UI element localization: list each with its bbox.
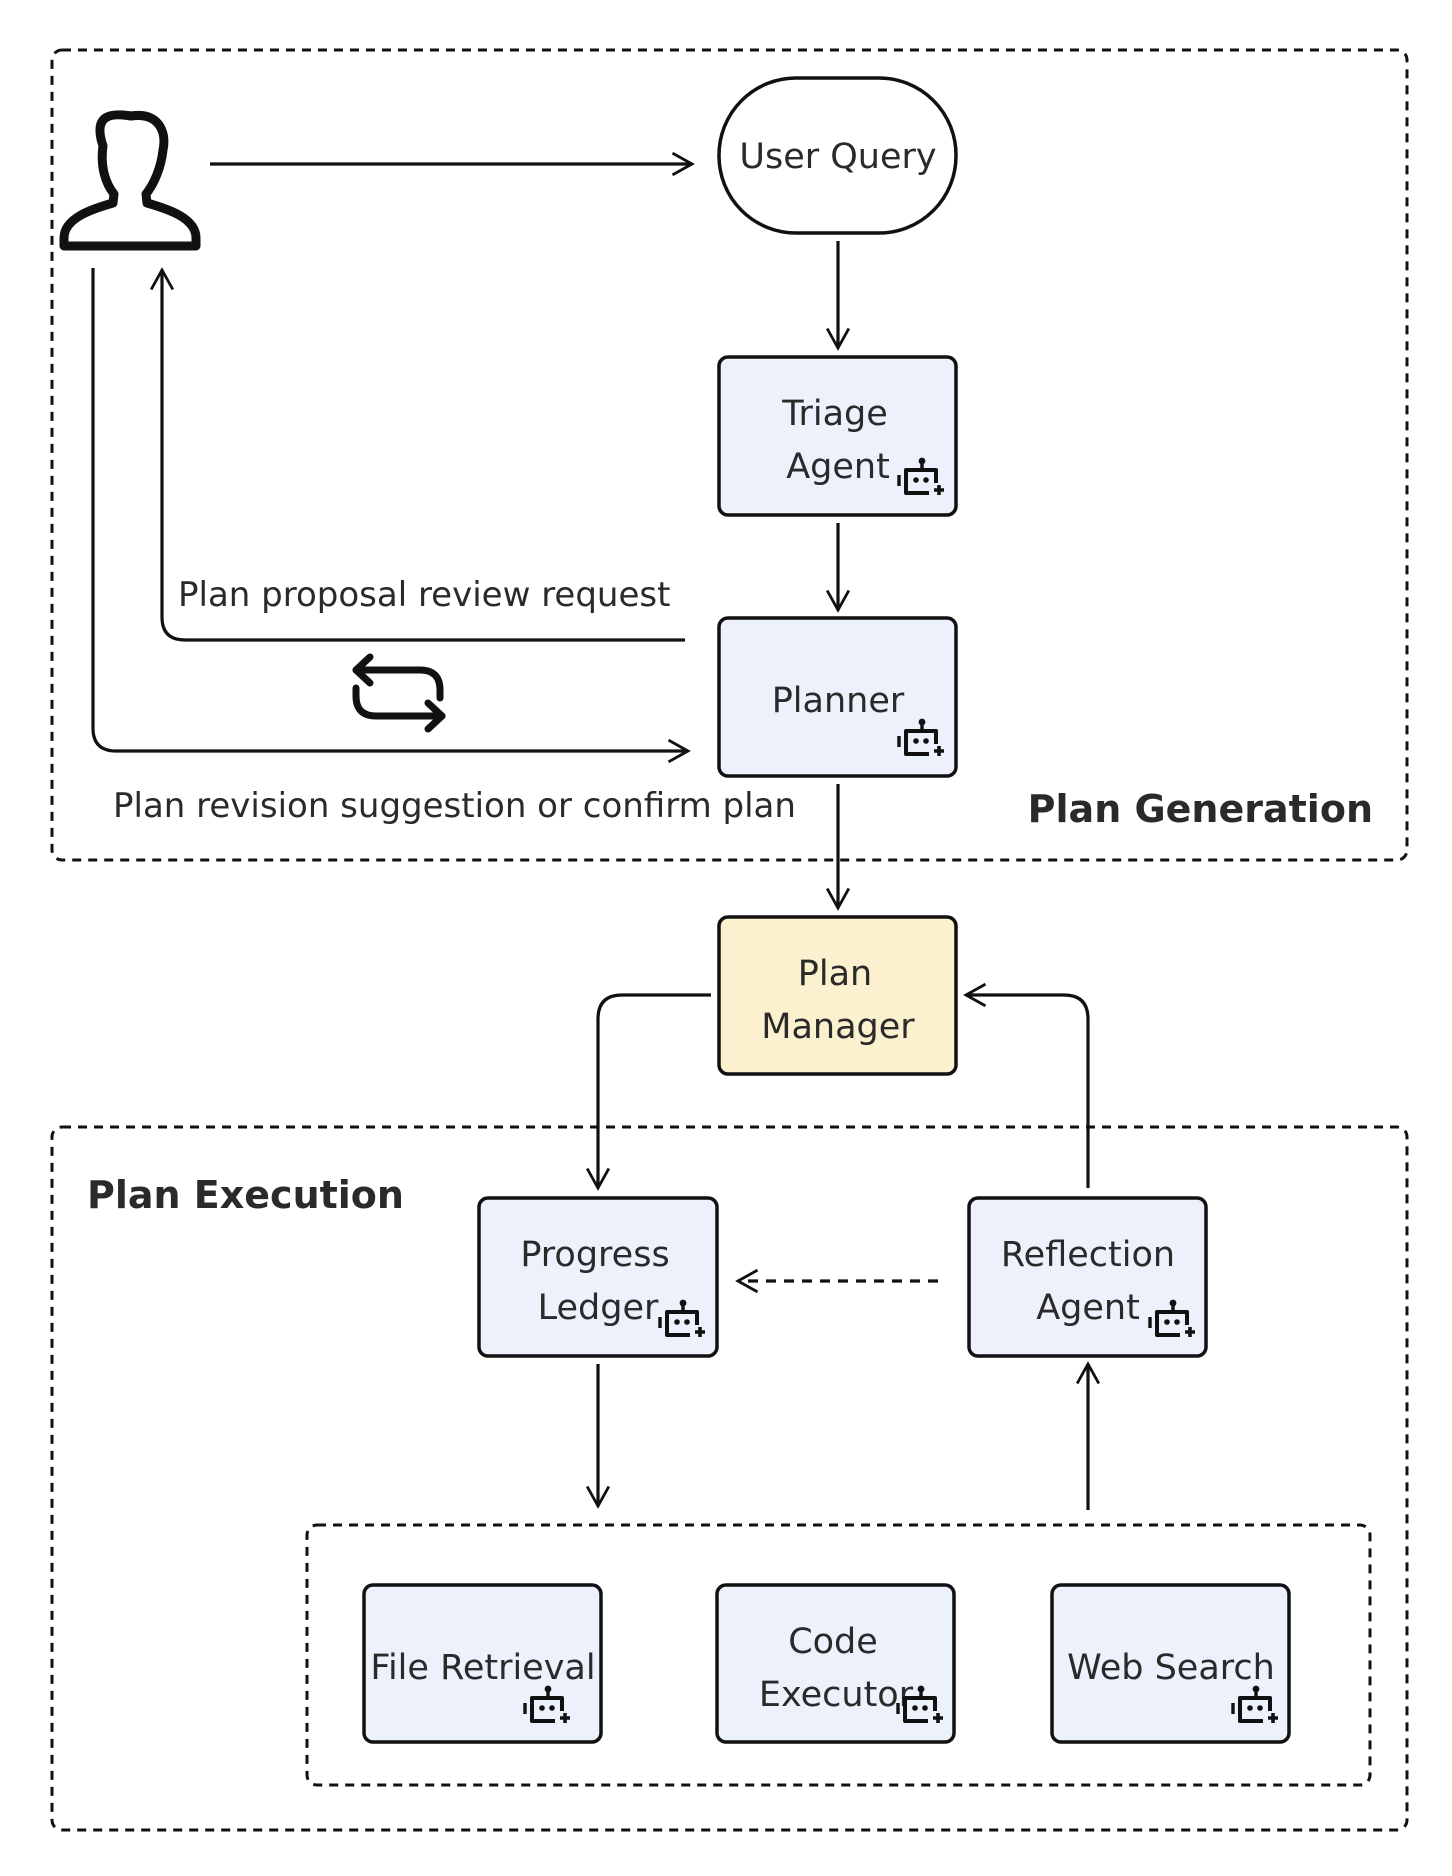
edge-planner-to-user-review (149, 267, 685, 642)
user-icon (59, 110, 201, 251)
progress-ledger-node: Progress Ledger (477, 1196, 719, 1358)
user-query-label: User Query (739, 137, 936, 177)
triage-agent-box (717, 355, 958, 517)
reflection-agent-label-line1: Reflection (1001, 1235, 1175, 1275)
file-retrieval-box (362, 1583, 603, 1744)
web-search-node: Web Search (1050, 1583, 1291, 1744)
revision-label: Plan revision suggestion or confirm plan (113, 786, 796, 826)
progress-ledger-label-line1: Progress (520, 1235, 669, 1275)
code-executor-box (715, 1583, 956, 1744)
reflection-agent-box (967, 1196, 1208, 1358)
edge-manager-to-ledger (585, 993, 711, 1191)
plan-execution-title: Plan Execution (87, 1173, 404, 1217)
file-retrieval-node: File Retrieval (362, 1583, 603, 1744)
reflection-agent-node: Reflection Agent (967, 1196, 1208, 1358)
plan-manager-label-line2: Manager (761, 1007, 915, 1047)
triage-agent-node: Triage Agent (717, 355, 958, 517)
file-retrieval-label: File Retrieval (370, 1648, 595, 1688)
user-query-shape (717, 76, 958, 235)
triage-agent-label-line2: Agent (786, 447, 890, 487)
code-executor-label-line2: Executor (759, 1675, 914, 1715)
plan-manager-box (717, 915, 958, 1076)
plan-manager-label-line1: Plan (798, 954, 872, 994)
plan-generation-frame (50, 48, 1409, 862)
progress-ledger-label-line2: Ledger (538, 1288, 659, 1328)
planner-node: Planner (717, 616, 958, 778)
code-executor-node: Code Executor (715, 1583, 956, 1744)
planner-label: Planner (772, 681, 905, 721)
web-search-label: Web Search (1067, 1648, 1275, 1688)
plan-manager-node: Plan Manager (717, 915, 958, 1076)
triage-agent-label-line1: Triage (781, 394, 888, 434)
progress-ledger-box (477, 1196, 719, 1358)
reflection-agent-label-line2: Agent (1036, 1288, 1140, 1328)
web-search-box (1050, 1583, 1291, 1744)
user-query-node: User Query (717, 76, 958, 235)
edge-user-to-planner-revision (91, 268, 691, 764)
repeat-icon (352, 653, 446, 733)
edge-reflection-to-manager (963, 982, 1090, 1188)
planner-box (717, 616, 958, 778)
review-request-label: Plan proposal review request (178, 575, 670, 615)
plan-generation-title: Plan Generation (1028, 787, 1373, 831)
code-executor-label-line1: Code (788, 1622, 878, 1662)
